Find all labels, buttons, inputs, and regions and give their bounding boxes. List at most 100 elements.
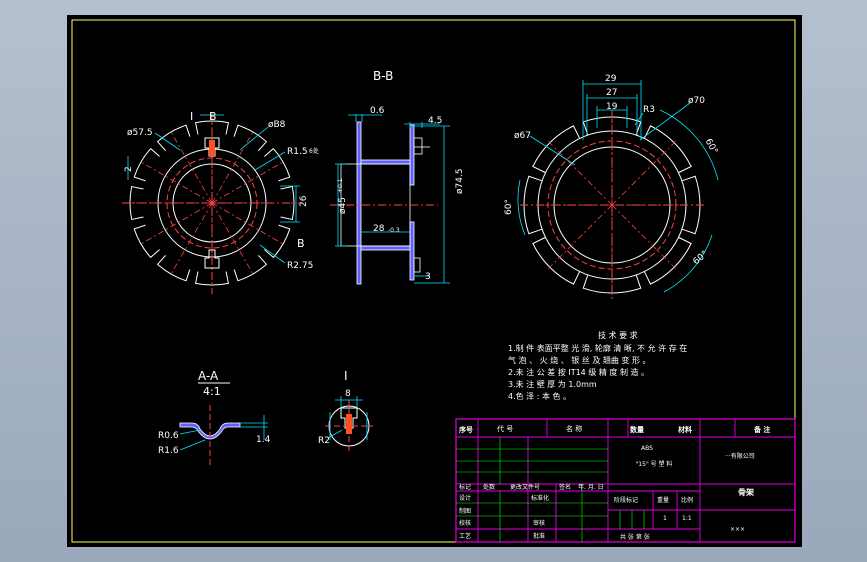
barrel-top [360,159,411,165]
tb-material-2: "15" 号 塑 料 [636,460,673,468]
scallop-lobe [643,236,692,285]
scallop-lobe [156,124,191,151]
tech-notes: 技 术 要 求 1.制 件 表面平整 光 滑, 轮廓 清 晰, 不 允 许 存 … [508,330,687,401]
dim-r06: R0.6 [158,431,179,441]
dim-r2: R2.75 [287,261,313,271]
dim-len28: 28 [373,224,385,234]
dim-d451: ø45 [338,197,348,214]
detail-slot [340,407,358,429]
label-b-bottom: B [297,237,305,250]
tb-h-name: 名 称 [566,424,582,433]
title-bb: B-B [373,69,393,83]
title-detail-i: I [344,369,348,383]
dim-d-hole: øB8 [268,120,286,130]
dim-detail-r2: R2 [318,436,330,446]
note-4: 4.色 泽 : 本 色 。 [508,391,571,401]
radial-centerline [211,160,285,204]
dim-w26: 26 [299,195,309,207]
dim-r1-note: 6处 [309,147,319,155]
radial-centerline [211,202,285,246]
tb-h-seq: 序号 [458,425,473,434]
tb-r-process: 工艺 [459,532,471,540]
dim-a60c: 60° [691,249,710,267]
tb-r-mark: 标记 [459,483,471,491]
label-i: I [190,110,193,123]
note-3: 3.未 注 壁 厚 为 1.0mm [508,379,597,389]
radial-centerline [139,202,213,246]
aa-dim-lines [179,415,268,451]
dim-a60b: 60° [504,199,514,215]
dim-w27: 27 [606,88,617,98]
dim-d451-tol: +0.1 [337,178,344,193]
notes-title: 技 术 要 求 [598,330,638,340]
radial-centerline [211,202,255,276]
dim-d745: ø74.5 [455,168,465,194]
title-aa: A-A [198,369,219,383]
radial-centerline [169,130,213,204]
radial-centerline [611,141,676,206]
tb-grid [456,419,795,542]
note-2: 2.未 注 公 差 按 IT14 级 精 度 制 造 。 [508,367,649,377]
tb-r-design: 设计 [459,494,471,502]
tb-material-1: ABS [641,445,653,452]
section-bb: B-B 0.6 4.5 ø74.5 ø45 [330,69,465,285]
barrel-bottom [360,245,411,251]
scallop-lobe [133,224,160,259]
radial-centerline [548,204,613,269]
tb-weight-val: 1 [663,515,667,522]
scallop-lobe [264,147,291,182]
tb-doc-no: ××× [730,526,745,533]
flange-right-top [409,124,415,186]
scallop-lobe [233,255,268,282]
dim-d67: ø67 [514,131,531,141]
dim-len28-tol: -0.3 [388,227,400,234]
tb-r-count: 处数 [483,483,495,491]
section-dim-lines [335,114,450,284]
tb-r-weight: 重量 [657,496,669,504]
front-scallops [129,120,295,286]
dim-t06: 0.6 [370,106,385,116]
dim-t3: 3 [425,272,431,282]
scallop-lobe [133,147,160,182]
front-dim-lines [127,114,300,264]
tb-border [455,418,796,543]
front-view: I B B ø57.5 øB8 R1.5 6处 R2.75 26 2 [122,110,319,294]
pin-top [209,140,215,156]
tb-h-code: 代 号 [497,424,513,433]
tb-h-qty: 数量 [630,425,644,434]
dim-r3: R3 [643,105,655,115]
tb-scale-val: 1:1 [682,515,692,522]
section-aa: A-A 4:1 R0.6 R1.6 1.4 [158,369,271,465]
dim-w8: 8 [345,389,351,399]
radial-centerline [211,130,255,204]
dim-left: 2 [124,166,134,172]
title-block: 序号 代 号 名 称 数量 材料 备 注 ABS "15" 号 塑 料 ···有… [455,418,796,543]
detail-dim-lines [327,396,368,440]
dim-r16: R1.6 [158,446,179,456]
dim-w29: 29 [605,74,617,84]
tb-r-std: 标准化 [531,494,549,502]
tb-company: ···有限公司 [725,452,755,460]
tb-r-scale: 比例 [681,496,693,504]
drawing-sheet [67,15,802,547]
slot-bottom [204,249,220,269]
tb-r-draw: 制图 [459,507,471,515]
label-b-top: B [209,110,217,123]
tb-h-note: 备 注 [753,425,770,434]
scallop-lobe [194,120,230,135]
right-dim-lines [517,80,719,293]
tb-r-review: 审核 [533,519,545,527]
right-view: 29 27 19 R3 ø70 ø67 60° 60° 60° [504,74,719,300]
note-1: 1.制 件 表面平整 光 滑, 轮廓 清 晰, 不 允 许 存 在 [508,343,687,353]
radial-centerline [548,141,613,206]
tb-r-date: 年. 月. 日 [578,483,604,491]
dim-r1: R1.5 [287,147,308,157]
tb-sheets: 共 张 第 张 [620,533,650,541]
flange-left [356,121,362,285]
dim-w19: 19 [606,102,618,112]
note-1b: 气 泡 、 火 烧 、 银 丝 及 翘曲 变 形 。 [508,355,651,365]
dim-l14: 1.4 [256,435,271,445]
radial-centerline [169,202,213,276]
scallop-lobe [129,185,144,221]
